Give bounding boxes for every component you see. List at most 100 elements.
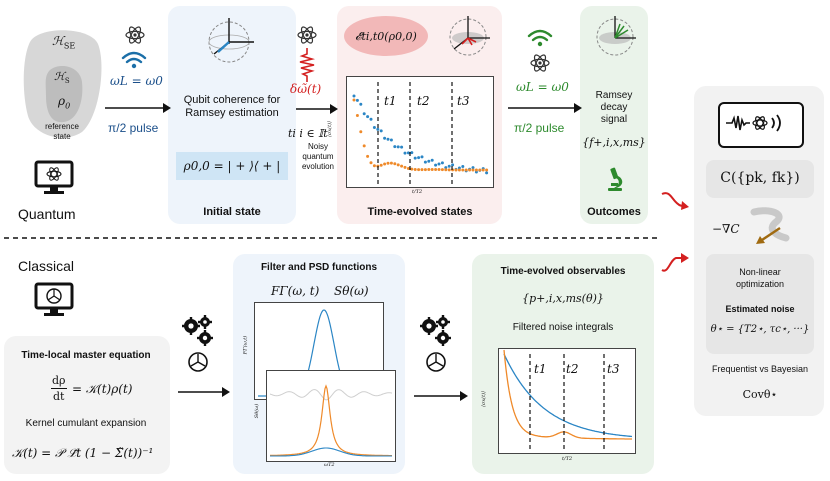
estimated-noise-formula: θ⋆ = {T2⋆, τc⋆, ···}: [710, 324, 810, 335]
gradient-label: −∇C: [712, 222, 740, 236]
filter-plot-front-frame: [266, 370, 396, 462]
noisy-evolution-label: Noisy quantum evolution: [301, 142, 335, 171]
atom-icon: [125, 26, 145, 44]
pi-half-pulse-1: π/2 pulse: [108, 121, 159, 135]
observable-orange-curve: [503, 349, 632, 440]
initial-state-formula-box: [176, 152, 288, 180]
orange-point: [389, 161, 393, 165]
blue-point: [434, 163, 438, 167]
ramsey-decay-text: Ramsey decay signal: [595, 90, 633, 125]
blue-point: [400, 145, 404, 149]
cost-function-box: [706, 160, 814, 198]
bloch-sphere-icon-evolved: [449, 16, 490, 56]
blue-point: [437, 162, 441, 166]
orange-point: [352, 98, 356, 102]
observables-xlabel: t/T2: [562, 456, 573, 462]
psd-ylabel: Sθ(ω): [254, 403, 261, 419]
kernel-expansion-label: Kernel cumulant expansion: [25, 418, 147, 429]
observables-ylabel: ⟨σx(t)⟩: [481, 390, 488, 408]
evolved-t3: t3: [457, 94, 470, 108]
orange-point: [454, 168, 458, 172]
psd-curve: [270, 384, 392, 457]
descent-icon: [750, 207, 790, 244]
blue-point: [444, 166, 448, 170]
blue-point: [440, 161, 444, 165]
arrow-to-evolved: [296, 104, 338, 114]
pi-half-pulse-2: π/2 pulse: [514, 121, 565, 135]
red-arrow-icon: [661, 192, 689, 210]
blue-point: [413, 156, 417, 160]
blue-point: [417, 156, 421, 160]
orange-point: [427, 167, 431, 171]
orange-point: [386, 161, 390, 165]
outcomes-title: Outcomes: [587, 206, 641, 218]
waveform-atom-icon: [726, 114, 781, 132]
atom-icon-noise: [297, 26, 317, 44]
bloch-sphere-icon: [208, 18, 254, 63]
initial-state-title: Initial state: [203, 206, 261, 218]
psd-function-label: Sθ(ω): [334, 284, 369, 298]
frequentist-bayesian-label: Frequentist vs Bayesian: [711, 364, 809, 374]
observables-t1: t1: [534, 362, 547, 376]
orange-point: [440, 168, 444, 172]
orange-point: [461, 168, 465, 172]
channel-ellipse: [344, 16, 428, 56]
blue-point: [430, 158, 434, 162]
orange-point: [430, 167, 434, 171]
orange-point: [434, 167, 438, 171]
arrow-to-initial: [105, 103, 171, 113]
blue-point: [362, 112, 366, 116]
master-equation-title: Time-local master equation: [21, 350, 151, 361]
orange-point: [400, 164, 404, 168]
delta-omega-label: δω̃(t): [290, 82, 322, 96]
arrow-to-observables: [414, 391, 468, 401]
cost-function-label: C({pk, fk}): [720, 170, 800, 186]
blue-point: [420, 155, 424, 159]
omega-resonance-2: ωL = ω0: [516, 80, 569, 94]
observables-plot: [503, 349, 633, 452]
orange-point: [366, 154, 370, 158]
wifi-icon: [121, 51, 147, 69]
omega-resonance-1: ωL = ω0: [110, 74, 163, 88]
time-evolved-title: Time-evolved states: [367, 206, 473, 218]
orange-point: [403, 165, 407, 169]
evolved-ylabel: ⟨σx(t)⟩: [327, 120, 334, 138]
master-eq-den: dt: [53, 390, 65, 403]
observables-t2: t2: [566, 362, 579, 376]
reference-state-label: reference state: [45, 122, 79, 141]
classical-label: Classical: [18, 258, 75, 274]
gears-icon-2: [420, 315, 451, 346]
master-equation-panel: [4, 336, 170, 474]
covariance-label: Covθ⋆: [742, 388, 778, 401]
evolved-xlabel: t/T2: [412, 189, 423, 195]
kernel-formula: 𝒦(t) = 𝒫 ℒ̃t (1 − Σ̃(t))⁻¹: [12, 446, 154, 460]
orange-point: [355, 113, 359, 117]
orange-point: [406, 166, 410, 170]
blue-point: [471, 166, 475, 170]
orange-point: [362, 144, 366, 148]
master-eq-rhs: = 𝒦(t)ρ(t): [72, 382, 133, 396]
h-s-label: ℋS: [54, 70, 70, 86]
master-eq-num: dρ: [52, 374, 66, 387]
monitor-icon: [34, 160, 74, 194]
quantum-label: Quantum: [18, 206, 76, 222]
blue-point: [352, 94, 356, 98]
blue-point: [389, 138, 393, 142]
wifi-icon-green: [527, 29, 553, 47]
atom-icon-measure: [530, 54, 550, 72]
blue-point: [485, 171, 489, 175]
blue-point: [403, 151, 407, 155]
orange-point: [379, 163, 383, 167]
time-index-label: ti i ∈ 𝕀t: [288, 127, 328, 140]
arrow-to-filter: [178, 387, 230, 397]
orange-point: [468, 168, 472, 172]
orange-point: [393, 162, 397, 166]
evolved-t2: t2: [417, 94, 430, 108]
filter-psd-title: Filter and PSD functions: [260, 262, 378, 273]
quantum-classical-divider: [4, 237, 660, 239]
outcome-set: {f+,i,x,ms}: [582, 136, 646, 149]
blue-point: [393, 145, 397, 149]
blue-point: [376, 127, 380, 131]
channel-label: 𝓔ti,t0(ρ0,0): [355, 30, 417, 43]
orange-point: [457, 168, 461, 172]
